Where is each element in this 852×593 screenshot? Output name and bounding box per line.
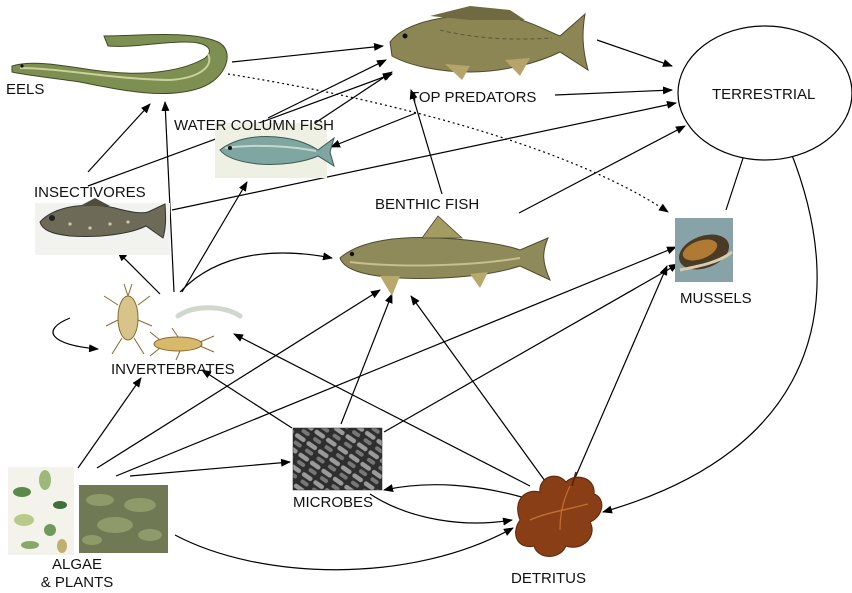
- arrow-predators-to-water-fish: [331, 113, 416, 147]
- label-algae-line2: & PLANTS: [37, 574, 117, 591]
- label-terrestrial: TERRESTRIAL: [712, 86, 815, 103]
- worm-icon: [178, 308, 240, 316]
- arrow-detritus-to-benthic: [411, 296, 545, 481]
- minnow-icon: [340, 216, 550, 296]
- arrow-inverts-self-loop: [53, 318, 98, 349]
- arrow-inverts-to-benthic: [180, 253, 332, 292]
- arrow-inverts-to-insectivores: [118, 252, 160, 294]
- label-top-predators: TOP PREDATORS: [410, 89, 536, 106]
- arrow-top-predators-to-terrestrial: [597, 40, 672, 66]
- arrow-microbes-to-detritus: [370, 494, 512, 523]
- arrow-insectivores-to-eels: [88, 104, 150, 172]
- arrow-microbes-to-benthic: [341, 294, 392, 424]
- label-eels: EELS: [6, 81, 44, 98]
- arrow-detritus-to-mussels: [575, 266, 667, 478]
- arrow-algae-to-inverts: [78, 378, 141, 468]
- bacteria-icon: [293, 428, 382, 490]
- arrow-inverts-to-eels: [165, 102, 174, 292]
- label-benthic-fish: BENTHIC FISH: [375, 196, 479, 213]
- mayfly-icon: [104, 284, 152, 354]
- arrow-detritus-to-microbes: [384, 485, 525, 498]
- label-water-column-fish: WATER COLUMN FISH: [174, 117, 334, 134]
- label-algae-line1: ALGAE: [42, 556, 112, 573]
- label-insectivores: INSECTIVORES: [34, 184, 146, 201]
- arrow-terrestrial-to-detritus: [603, 150, 817, 512]
- arrow-water-fish-to-predators-1: [268, 60, 386, 118]
- arrow-microbes-to-inverts: [202, 370, 292, 428]
- arrow-eels-to-top-predators: [232, 46, 383, 62]
- arrow-algae-to-microbes: [130, 462, 290, 476]
- label-mussels: MUSSELS: [680, 290, 752, 307]
- label-microbes: MICROBES: [293, 494, 373, 511]
- arrow-algae-to-detritus: [175, 528, 513, 570]
- stonefly-icon: [150, 328, 214, 360]
- label-invertebrates: INVERTEBRATES: [111, 361, 235, 378]
- arrow-top-predators-label-to-terrestrial: [555, 90, 672, 95]
- arrow-inverts-to-water-fish: [182, 182, 247, 292]
- arrow-benthic-to-terrestrial: [519, 126, 685, 213]
- label-detritus: DETRITUS: [511, 570, 586, 587]
- bass-icon: [390, 6, 588, 80]
